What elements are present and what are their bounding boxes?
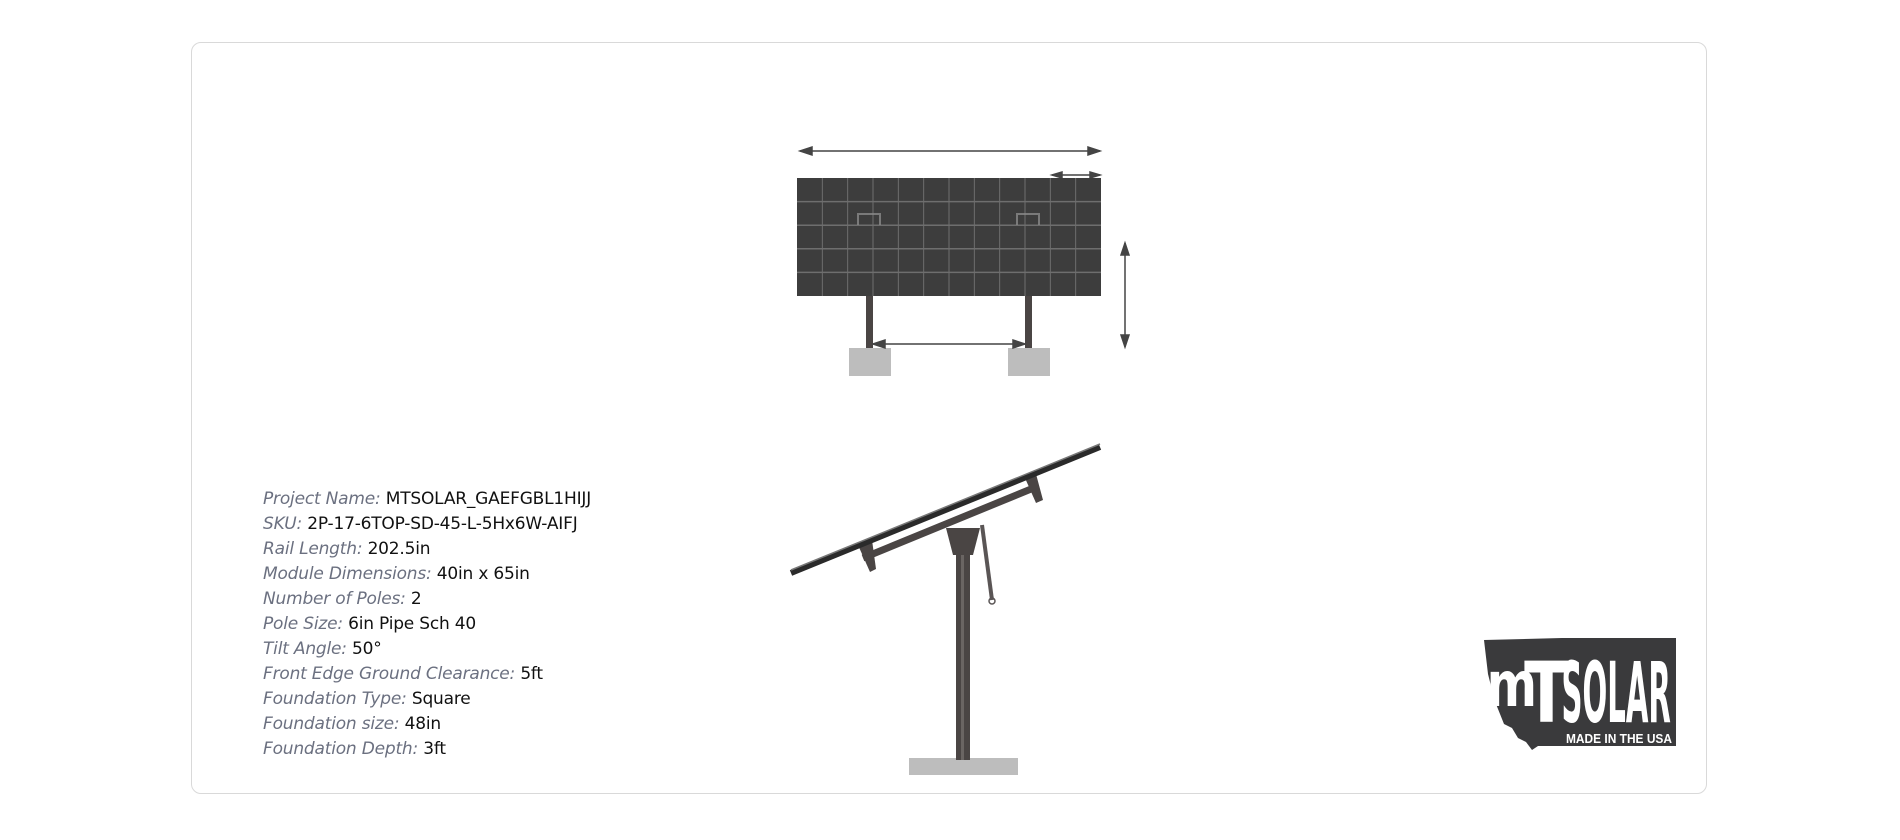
spec-value: 6in Pipe Sch 40 bbox=[348, 614, 477, 634]
spec-pole-size: Pole Size: 6in Pipe Sch 40 bbox=[263, 612, 683, 637]
pivot-head bbox=[946, 528, 980, 555]
spec-foundation-depth: Foundation Depth: 3ft bbox=[263, 737, 683, 762]
logo-text-t: T bbox=[1524, 644, 1569, 742]
side-foundation bbox=[909, 758, 1018, 775]
rail-bracket-right bbox=[1025, 474, 1043, 503]
mtsolar-logo: m T SOLAR MADE IN THE USA bbox=[1484, 638, 1676, 750]
spec-label: Pole Size: bbox=[263, 614, 343, 634]
spec-list: Project Name: MTSOLAR_GAEFGBL1HIJJ SKU: … bbox=[263, 487, 683, 762]
spec-value: 50° bbox=[352, 639, 382, 659]
actuator-strut bbox=[980, 524, 994, 601]
spec-label: Project Name: bbox=[263, 489, 381, 509]
spec-sku: SKU: 2P-17-6TOP-SD-45-L-5Hx6W-AIFJ bbox=[263, 512, 683, 537]
logo-text-solar: SOLAR bbox=[1562, 644, 1671, 742]
drawing-card bbox=[191, 42, 1707, 794]
spec-value: 2P-17-6TOP-SD-45-L-5Hx6W-AIFJ bbox=[307, 514, 578, 534]
spec-foundation-type: Foundation Type: Square bbox=[263, 687, 683, 712]
module-width-dimension-arrow bbox=[1049, 170, 1103, 180]
front-view bbox=[797, 145, 1131, 376]
actuator-end bbox=[988, 597, 996, 605]
front-foundation-right bbox=[1008, 348, 1050, 376]
spec-label: Number of Poles: bbox=[263, 589, 406, 609]
spec-label: Tilt Angle: bbox=[263, 639, 347, 659]
spec-tilt-angle: Tilt Angle: 50° bbox=[263, 637, 683, 662]
spec-value: 2 bbox=[410, 589, 422, 609]
panel-array bbox=[797, 178, 1101, 296]
spec-label: Module Dimensions: bbox=[263, 564, 432, 584]
spec-value: 40in x 65in bbox=[436, 564, 530, 584]
spec-project-name: Project Name: MTSOLAR_GAEFGBL1HIJJ bbox=[263, 487, 683, 512]
spec-label: Foundation Type: bbox=[263, 689, 407, 709]
spec-value: 202.5in bbox=[367, 539, 431, 559]
spec-label: Rail Length: bbox=[263, 539, 363, 559]
width-dimension-arrow bbox=[797, 145, 1103, 157]
module-edge bbox=[789, 444, 1102, 576]
side-pole-highlight bbox=[961, 540, 964, 760]
spec-number-of-poles: Number of Poles: 2 bbox=[263, 587, 683, 612]
logo-state-outline bbox=[1484, 638, 1676, 750]
pole-spacing-dimension-arrow bbox=[870, 338, 1028, 350]
front-foundation-left bbox=[849, 348, 891, 376]
spec-label: Front Edge Ground Clearance: bbox=[263, 664, 516, 684]
torque-beam bbox=[861, 483, 1038, 562]
spec-ground-clearance: Front Edge Ground Clearance: 5ft bbox=[263, 662, 683, 687]
logo-text-m: m bbox=[1487, 649, 1537, 721]
rail-bracket-left bbox=[858, 540, 876, 572]
spec-rail-length: Rail Length: 202.5in bbox=[263, 537, 683, 562]
height-dimension-arrow bbox=[1119, 240, 1131, 350]
spec-foundation-size: Foundation size: 48in bbox=[263, 712, 683, 737]
spec-value: Square bbox=[411, 689, 471, 709]
front-braces bbox=[857, 213, 1040, 225]
spec-label: SKU: bbox=[263, 514, 303, 534]
spec-value: 5ft bbox=[520, 664, 543, 684]
logo-tagline: MADE IN THE USA bbox=[1566, 731, 1673, 746]
spec-value: MTSOLAR_GAEFGBL1HIJJ bbox=[385, 489, 592, 509]
spec-value: 48in bbox=[404, 714, 442, 734]
side-view bbox=[789, 443, 1102, 775]
spec-label: Foundation size: bbox=[263, 714, 400, 734]
module-edge-highlight bbox=[790, 443, 1101, 571]
spec-label: Foundation Depth: bbox=[263, 739, 419, 759]
spec-value: 3ft bbox=[423, 739, 446, 759]
spec-module-dimensions: Module Dimensions: 40in x 65in bbox=[263, 562, 683, 587]
